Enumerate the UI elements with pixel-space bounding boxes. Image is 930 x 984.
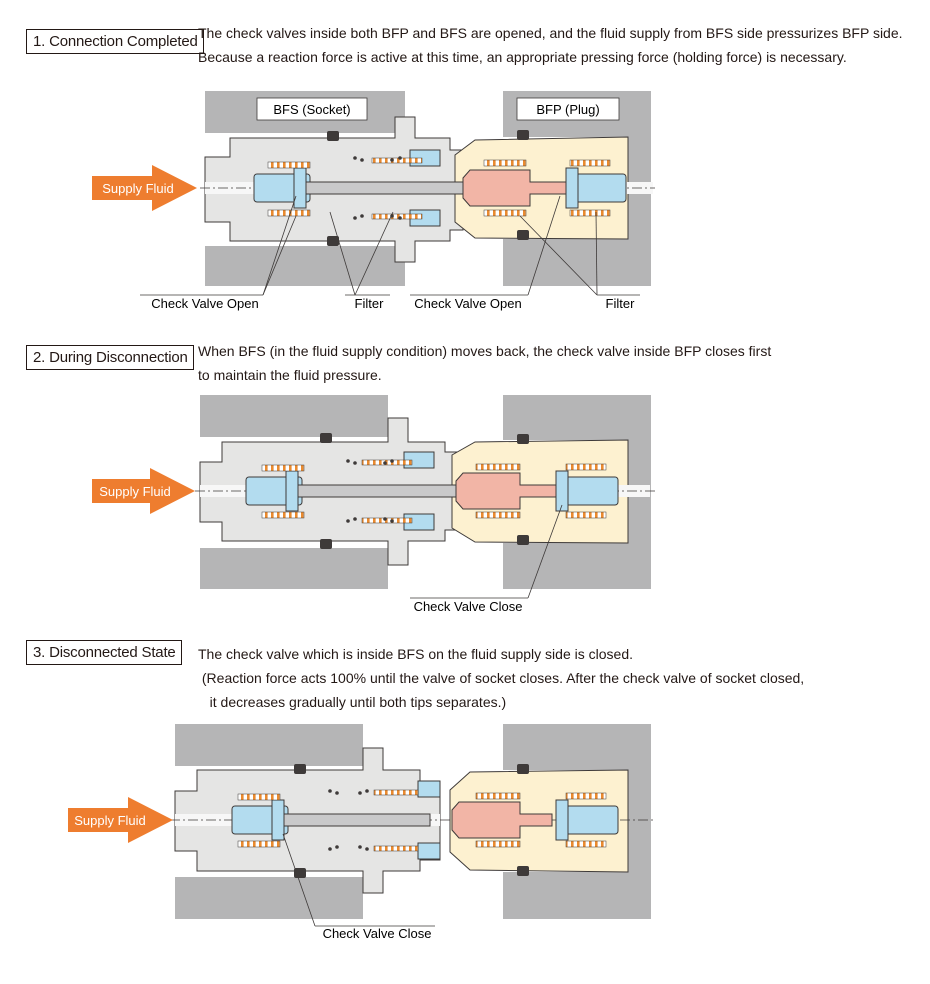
supply-arrow-1 <box>92 165 197 211</box>
callout-filter-2: Filter <box>606 296 636 311</box>
callout-check-valve-close-3: Check Valve Close <box>323 926 432 941</box>
supply-label-3: Supply Fluid <box>74 813 146 828</box>
socket-spring-top <box>267 161 311 169</box>
callout-check-valve-open-1: Check Valve Open <box>151 296 258 311</box>
step-2-desc-line-1: When BFS (in the fluid supply condition)… <box>198 343 772 359</box>
socket-spring-bottom <box>267 209 311 217</box>
step-1-title: 1. Connection Completed <box>26 29 204 54</box>
step-3-desc-line-3: it decreases gradually until both tips s… <box>198 694 507 710</box>
step-3-description: The check valve which is inside BFS on t… <box>198 642 804 714</box>
diagram-2: Supply Fluid Check Valve Close <box>92 395 655 614</box>
step-1-desc-line-1: The check valves inside both BFP and BFS… <box>198 25 903 41</box>
socket-label: BFS (Socket) <box>273 102 350 117</box>
supply-label-1: Supply Fluid <box>102 181 174 196</box>
step-2-desc-line-2: to maintain the fluid pressure. <box>198 367 382 383</box>
callout-filter-1: Filter <box>355 296 385 311</box>
step-1-description: The check valves inside both BFP and BFS… <box>198 21 903 69</box>
step-3-desc-line-2: (Reaction force acts 100% until the valv… <box>198 670 805 686</box>
plug-wall-bottom <box>503 239 651 286</box>
step-3-desc-line-1: The check valve which is inside BFS on t… <box>198 646 633 662</box>
callout-check-valve-close-2: Check Valve Close <box>414 599 523 614</box>
step-1-desc-line-2: Because a reaction force is active at th… <box>198 49 847 65</box>
diagram-3: Supply Fluid Check Valve Close <box>68 724 655 941</box>
diagram-1: BFS (Socket) BFP (Plug) Supply Fluid Che… <box>92 91 655 311</box>
step-2-title: 2. During Disconnection <box>26 345 194 370</box>
step-2-description: When BFS (in the fluid supply condition)… <box>198 339 771 387</box>
supply-label-2: Supply Fluid <box>99 484 171 499</box>
step-3-title: 3. Disconnected State <box>26 640 182 665</box>
plug-label: BFP (Plug) <box>536 102 599 117</box>
socket-wall-bottom <box>205 246 405 286</box>
callout-check-valve-open-2: Check Valve Open <box>414 296 521 311</box>
